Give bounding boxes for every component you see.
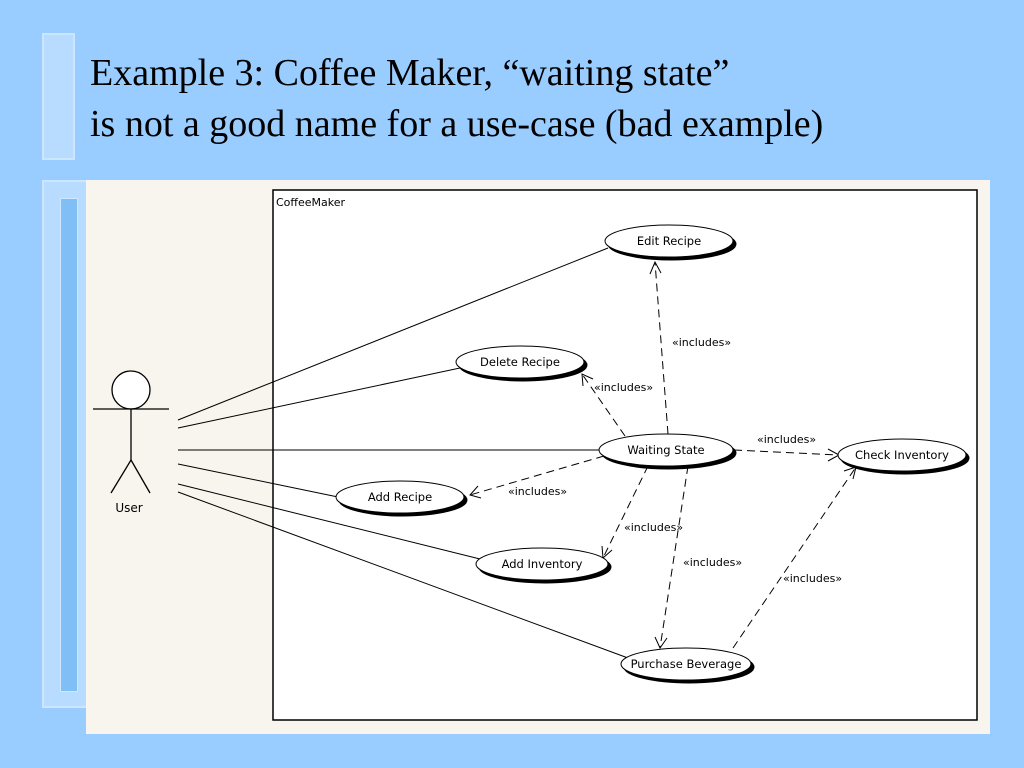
include-label: «includes»: [594, 381, 653, 394]
use-case-purchase-beverage-label: Purchase Beverage: [631, 657, 742, 671]
side-accent-bar: [42, 180, 88, 708]
include-label: «includes»: [508, 485, 567, 498]
dep-ws-purchase: [659, 465, 689, 649]
use-case-edit-recipe[interactable]: Edit Recipe: [604, 224, 734, 258]
arrow-purchase: [654, 636, 668, 650]
actor-left-leg: [110, 459, 132, 494]
include-labels: «includes» «includes» «includes» «includ…: [508, 336, 842, 585]
include-label: «includes»: [757, 433, 816, 446]
arrow-edit: [649, 260, 662, 275]
actor-label: User: [115, 501, 142, 515]
dep-ws-addrecipe: [469, 455, 605, 496]
use-case-add-inventory-shape: [475, 547, 609, 581]
use-case-add-recipe-shape: [335, 480, 465, 514]
assoc-edit-recipe: [177, 247, 609, 421]
assoc-add-inventory: [177, 483, 485, 561]
include-label: «includes»: [624, 521, 683, 534]
use-case-delete-recipe-shape: [455, 345, 585, 379]
include-label: «includes»: [783, 572, 842, 585]
use-case-delete-recipe-label: Delete Recipe: [480, 355, 560, 369]
arrow-addrecipe: [469, 485, 482, 499]
dep-ws-edit: [654, 261, 669, 435]
arrow-delete: [581, 373, 594, 387]
use-case-waiting-state[interactable]: Waiting State: [598, 433, 734, 467]
use-case-add-inventory-label: Add Inventory: [502, 557, 583, 571]
associations: [177, 247, 629, 659]
include-dependencies: [469, 261, 857, 649]
use-case-add-recipe-label: Add Recipe: [368, 490, 432, 504]
use-case-delete-recipe[interactable]: Delete Recipe: [455, 345, 585, 379]
arrow-purchase-check: [843, 466, 857, 480]
dep-ws-addinventory: [602, 465, 649, 559]
include-label: «includes»: [683, 556, 742, 569]
actor-right-leg: [130, 459, 151, 494]
side-accent-inner: [60, 198, 78, 692]
dep-purchase-check: [732, 466, 857, 649]
use-case-edit-recipe-label: Edit Recipe: [637, 234, 701, 248]
actor-user[interactable]: [93, 370, 169, 494]
use-case-purchase-beverage[interactable]: Purchase Beverage: [620, 647, 752, 681]
slide-title: Example 3: Coffee Maker, “waiting state”…: [90, 48, 823, 150]
use-case-waiting-state-label: Waiting State: [627, 443, 704, 457]
use-case-add-recipe[interactable]: Add Recipe: [335, 480, 465, 514]
use-case-edit-recipe-shape: [604, 224, 734, 258]
slide-title-line-2: is not a good name for a use-case (bad e…: [90, 103, 824, 145]
use-case-check-inventory-shape: [837, 438, 967, 472]
actor-head: [111, 370, 151, 410]
include-label: «includes»: [672, 336, 731, 349]
assoc-add-recipe: [177, 463, 339, 498]
use-case-waiting-state-shape: [598, 433, 734, 467]
assoc-purchase-beverage: [177, 491, 629, 659]
use-case-check-inventory-label: Check Inventory: [855, 448, 949, 462]
title-accent-bar: [42, 33, 75, 160]
assoc-delete-recipe: [177, 367, 461, 429]
slide-title-line-1: Example 3: Coffee Maker, “waiting state”: [90, 52, 730, 94]
system-name: CoffeeMaker: [276, 196, 346, 209]
dep-ws-check: [733, 449, 840, 456]
use-case-check-inventory[interactable]: Check Inventory: [837, 438, 967, 472]
use-case-purchase-beverage-shape: [620, 647, 752, 681]
use-case-add-inventory[interactable]: Add Inventory: [475, 547, 609, 581]
